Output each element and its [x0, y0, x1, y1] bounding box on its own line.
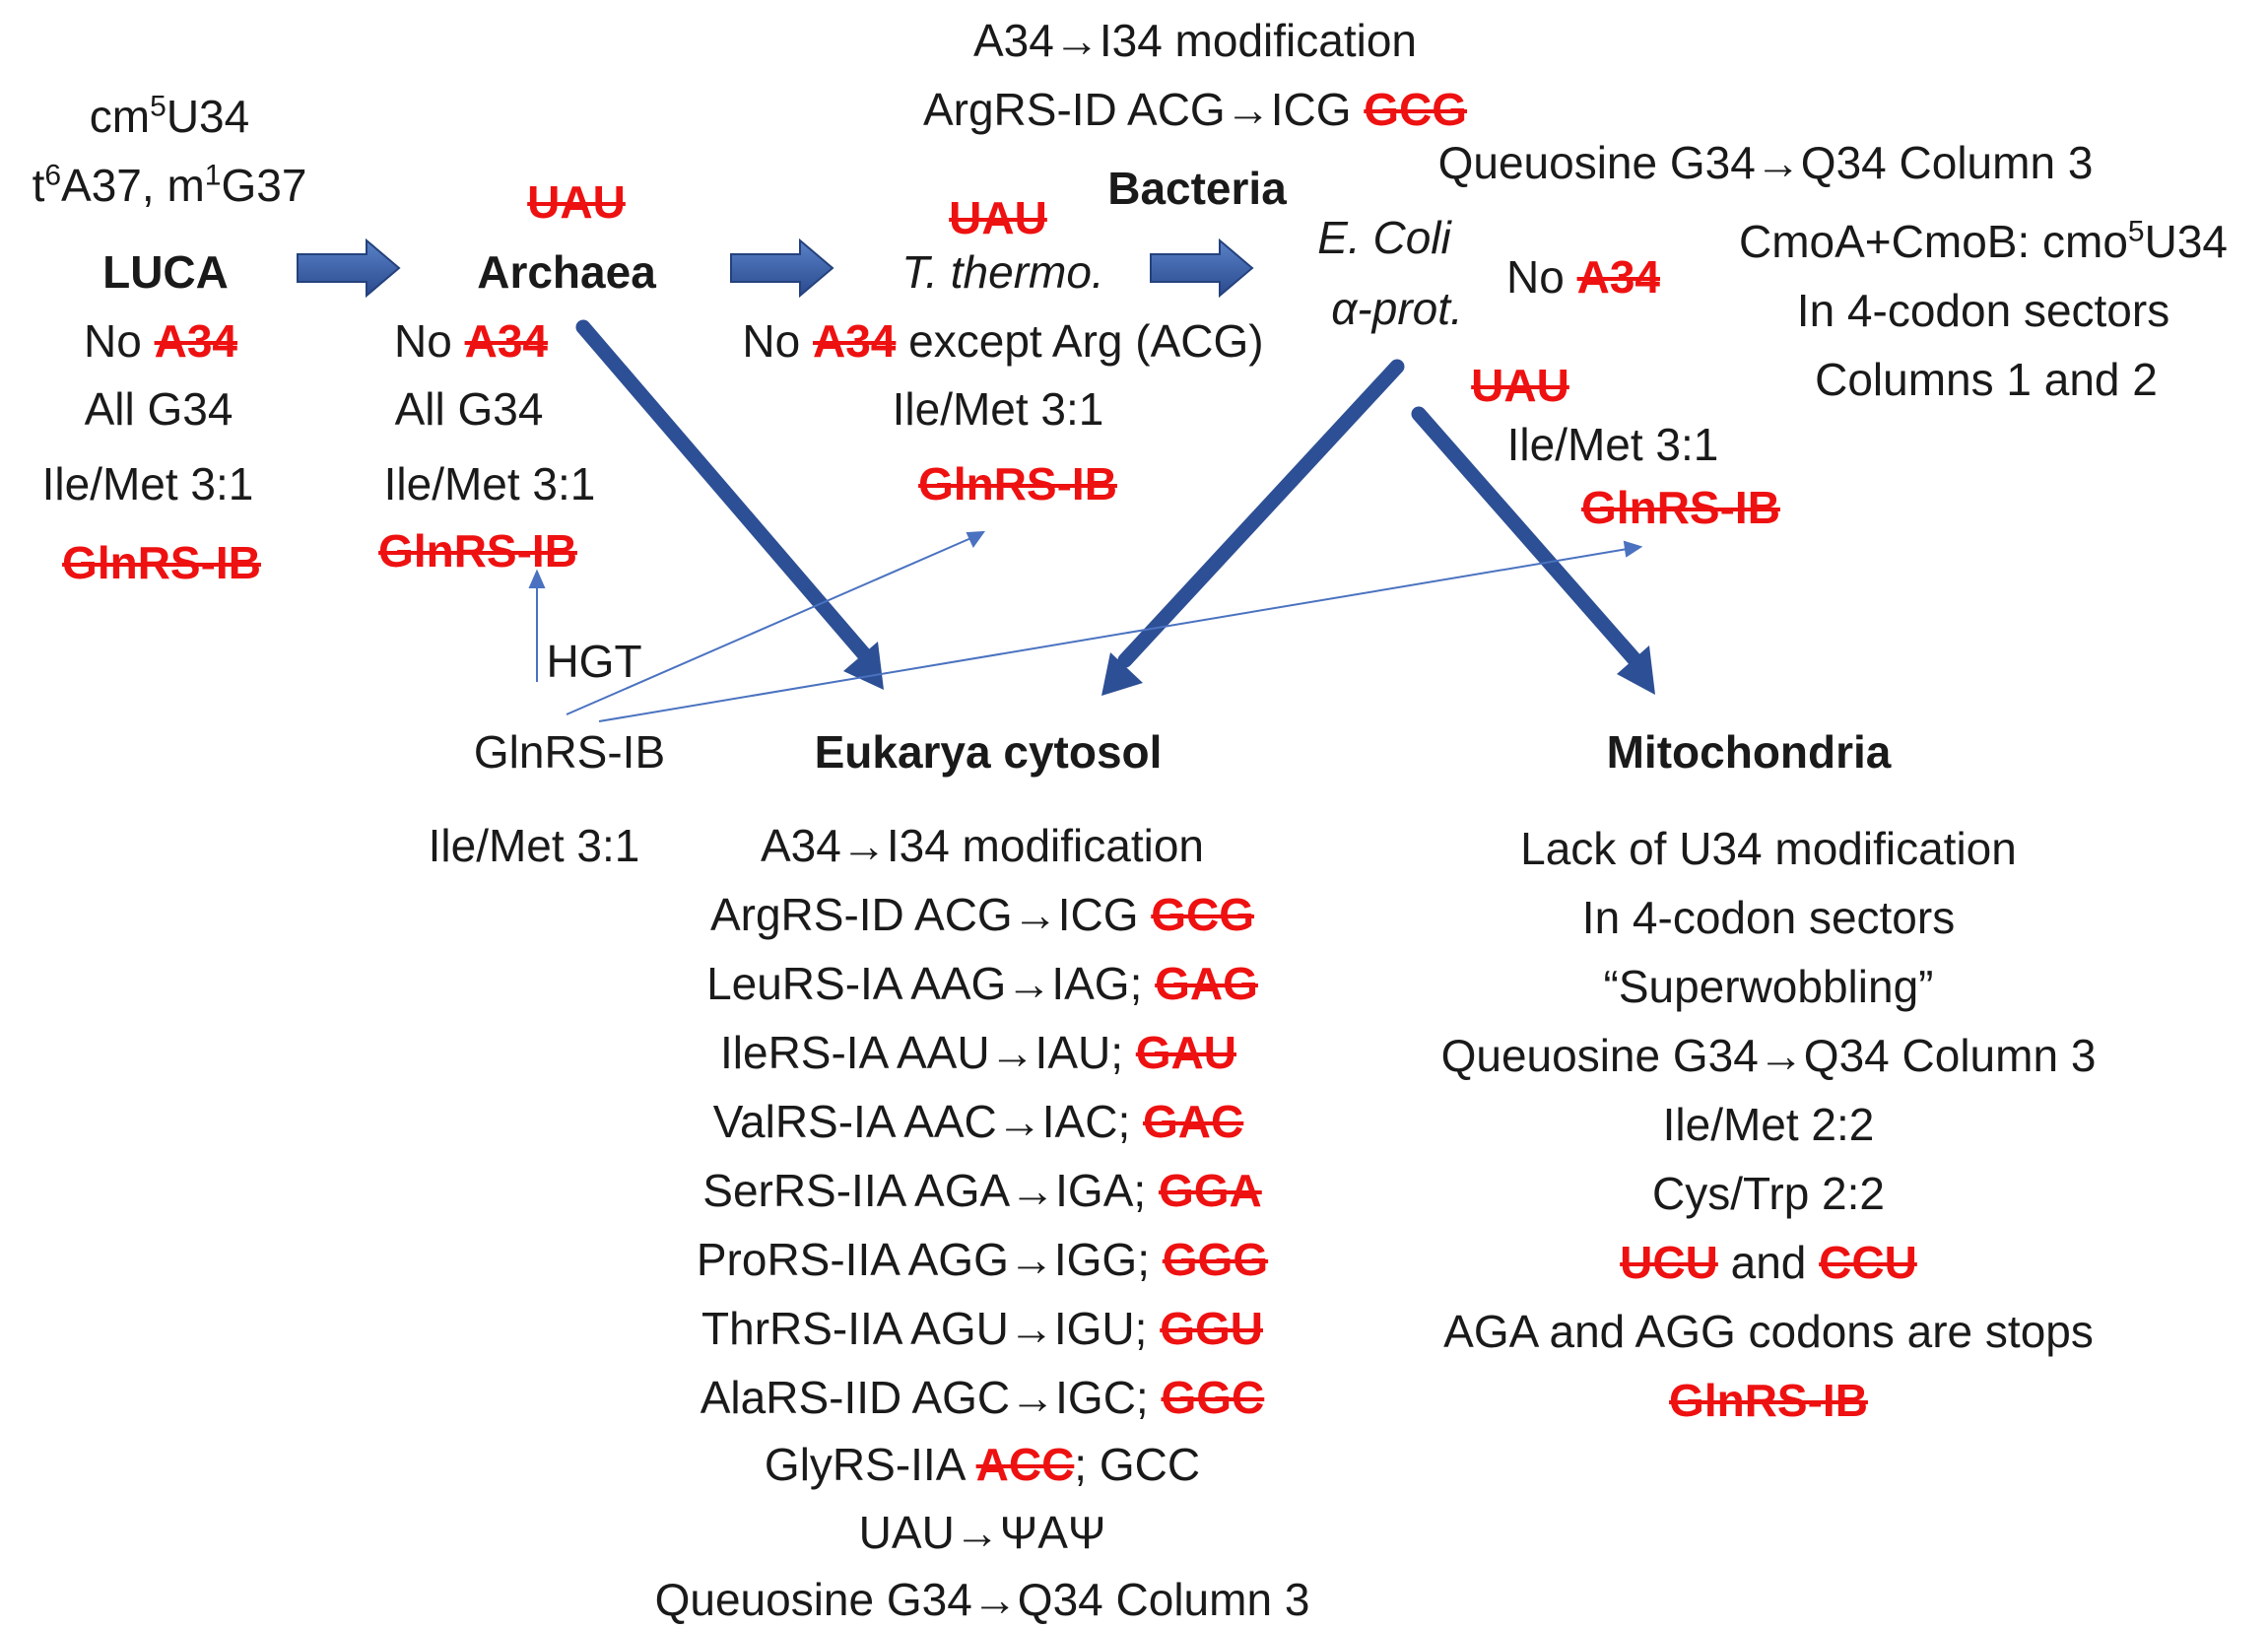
mito-title: Mitochondria — [1606, 726, 1892, 778]
mito-l2: In 4-codon sectors — [1581, 892, 1956, 943]
glnrs-ib-source: GlnRS-IB — [473, 726, 666, 778]
eukarya-l5: ValRS-IA AAC→IAC; GAC — [712, 1096, 1244, 1147]
ecoli-no-a34: No A34 — [1506, 251, 1660, 303]
archaea-glnrs: GlnRS-IB — [378, 525, 577, 577]
mito-l3: “Superwobbling” — [1603, 961, 1934, 1012]
eukarya-l11: UAU→ΨAΨ — [858, 1507, 1106, 1558]
mito-l7: UCU and CCU — [1620, 1237, 1917, 1288]
mito-l4: Queuosine G34→Q34 Column 3 — [1440, 1030, 2097, 1081]
archaea-uau: UAU — [527, 176, 626, 228]
luca-no-a34: No A34 — [84, 315, 237, 367]
mito-l8: AGA and AGG codons are stops — [1443, 1306, 2094, 1357]
eukarya-l4: IleRS-IA AAU→IAU; GAU — [719, 1027, 1237, 1078]
mito-l9: GlnRS-IB — [1669, 1375, 1868, 1426]
hgt-label: HGT — [546, 636, 642, 687]
eukarya-l6: SerRS-IIA AGA→IGA; GGA — [702, 1165, 1262, 1216]
arrow-ecoli-mito — [1411, 406, 1655, 695]
mito-l5: Ile/Met 2:2 — [1662, 1099, 1875, 1150]
arrow-ecoli-eukarya — [1101, 359, 1405, 696]
ecoli-ile-met: Ile/Met 3:1 — [1506, 419, 1719, 470]
thermo-glnrs: GlnRS-IB — [918, 458, 1117, 509]
ecoli-name: E. Coli — [1317, 212, 1451, 263]
arrow-archaea-eukarya — [575, 319, 884, 690]
eukarya-l9: AlaRS-IID AGC→IGC; GGC — [700, 1372, 1265, 1423]
thermo-a34-i34: A34→I34 modification — [972, 15, 1418, 66]
eukarya-l8: ThrRS-IIA AGU→IGU; GGU — [701, 1303, 1263, 1354]
thermo-no-a34: No A34 except Arg (ACG) — [742, 315, 1264, 367]
eukarya-l1: A34→I34 modification — [760, 820, 1205, 871]
archaea-no-a34: No A34 — [394, 315, 548, 367]
eukarya-l12: Queuosine G34→Q34 Column 3 — [654, 1574, 1310, 1625]
luca-cm5u34: cm5U34 — [89, 90, 250, 142]
archaea-all-g34: All G34 — [394, 383, 544, 435]
archaea-title: Archaea — [477, 246, 656, 298]
arrow-luca-archaea — [297, 237, 401, 299]
eukarya-l10: GlyRS-IIA ACC; GCC — [764, 1439, 1201, 1490]
luca-ile-met: Ile/Met 3:1 — [41, 458, 254, 509]
bacteria-title: Bacteria — [1107, 163, 1287, 214]
ecoli-sectors: In 4-codon sectors — [1796, 285, 2170, 336]
ecoli-columns: Columns 1 and 2 — [1815, 354, 2158, 405]
arrow-archaea-thermo — [730, 237, 834, 299]
luca-t6a37: t6A37, m1G37 — [32, 159, 307, 211]
eukarya-l7: ProRS-IIA AGG→IGG; GGG — [696, 1234, 1269, 1285]
archaea-ile-met: Ile/Met 3:1 — [383, 458, 596, 509]
ecoli-cmo: CmoA+CmoB: cmo5U34 — [1738, 215, 2229, 267]
luca-all-g34: All G34 — [84, 383, 233, 435]
mito-l6: Cys/Trp 2:2 — [1651, 1168, 1886, 1219]
mito-l1: Lack of U34 modification — [1520, 823, 2017, 874]
eukarya-title: Eukarya cytosol — [814, 726, 1163, 778]
ecoli-queuosine: Queuosine G34→Q34 Column 3 — [1437, 137, 2094, 188]
thermo-uau: UAU — [949, 192, 1047, 243]
ecoli-alpha-prot: α-prot. — [1331, 283, 1463, 334]
ecoli-glnrs: GlnRS-IB — [1581, 482, 1780, 533]
thermo-ile-met: Ile/Met 3:1 — [892, 383, 1104, 435]
luca-title: LUCA — [102, 246, 229, 298]
luca-glnrs: GlnRS-IB — [62, 537, 261, 588]
hgt-arrows — [528, 530, 1643, 722]
arrow-thermo-ecoli — [1150, 237, 1254, 299]
ecoli-uau: UAU — [1471, 360, 1569, 411]
eukarya-l3: LeuRS-IA AAG→IAG; GAG — [706, 958, 1258, 1009]
eukarya-l2: ArgRS-ID ACG→ICG GCG — [709, 889, 1255, 940]
source-ile-met: Ile/Met 3:1 — [428, 820, 640, 871]
thermo-argrs: ArgRS-ID ACG→ICG GCG — [922, 84, 1468, 135]
thermo-title: T. thermo. — [901, 246, 1104, 298]
